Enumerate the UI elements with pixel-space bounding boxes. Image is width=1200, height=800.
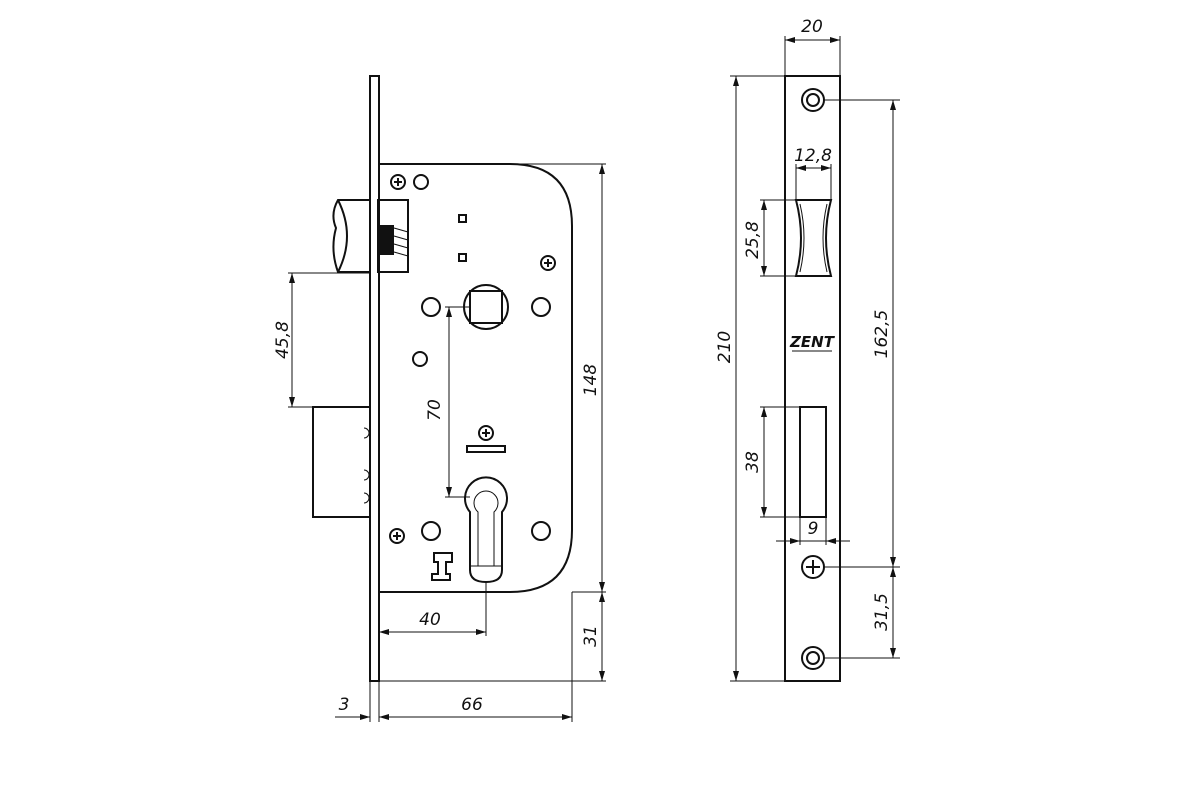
phillips-screw-icon xyxy=(390,174,406,190)
dim-centre-distance: 70 xyxy=(425,399,445,421)
latch-front xyxy=(794,199,833,277)
circle-hole-icon xyxy=(421,297,441,317)
front-view-dimensions: 20 12,8 25,8 210 38 9 162,5 31,5 xyxy=(715,17,900,682)
dim-bottom-offset: 31 xyxy=(581,625,601,647)
dim-cylinder-offset: 40 xyxy=(419,610,441,630)
pin-square xyxy=(458,214,467,223)
dim-latch-width: 12,8 xyxy=(794,146,832,166)
bolt-front xyxy=(799,406,827,518)
latch-bolt xyxy=(332,199,409,273)
cam-piece xyxy=(431,552,453,581)
dim-latch-height: 25,8 xyxy=(743,221,763,259)
pin-square xyxy=(458,253,467,262)
circle-hole-icon xyxy=(421,521,441,541)
cover-slot xyxy=(466,445,506,453)
faceplate-front-view: ZENT xyxy=(784,75,841,682)
phillips-screw-icon xyxy=(389,528,405,544)
circle-hole-icon xyxy=(412,351,428,367)
cylinder-cutout xyxy=(464,476,508,584)
brand-logo: ZENT xyxy=(789,333,836,351)
dim-bolt-width: 9 xyxy=(808,519,819,539)
spindle-hub xyxy=(463,284,509,330)
dim-backset: 66 xyxy=(461,695,483,715)
circle-hole-icon xyxy=(413,174,429,190)
dim-latch-to-bolt: 45,8 xyxy=(273,321,293,359)
phillips-screw-icon xyxy=(478,425,494,441)
dim-faceplate-width: 20 xyxy=(801,17,823,37)
circle-hole-icon xyxy=(531,297,551,317)
lock-case xyxy=(379,163,573,593)
dim-faceplate-thickness: 3 xyxy=(339,695,350,715)
dim-hole-spacing: 162,5 xyxy=(872,310,892,359)
dim-body-height: 148 xyxy=(581,364,601,397)
faceplate-side xyxy=(369,75,380,682)
dim-faceplate-length: 210 xyxy=(715,331,735,363)
lock-side-view xyxy=(312,75,573,682)
dim-lower-hole-spacing: 31,5 xyxy=(872,593,892,631)
faceplate-front xyxy=(784,75,841,682)
circle-hole-icon xyxy=(531,521,551,541)
dead-bolt xyxy=(312,406,371,518)
phillips-screw-icon xyxy=(540,255,556,271)
dim-bolt-height: 38 xyxy=(743,451,763,473)
side-view-dimensions: 45,8 70 148 31 40 3 66 xyxy=(273,163,606,722)
